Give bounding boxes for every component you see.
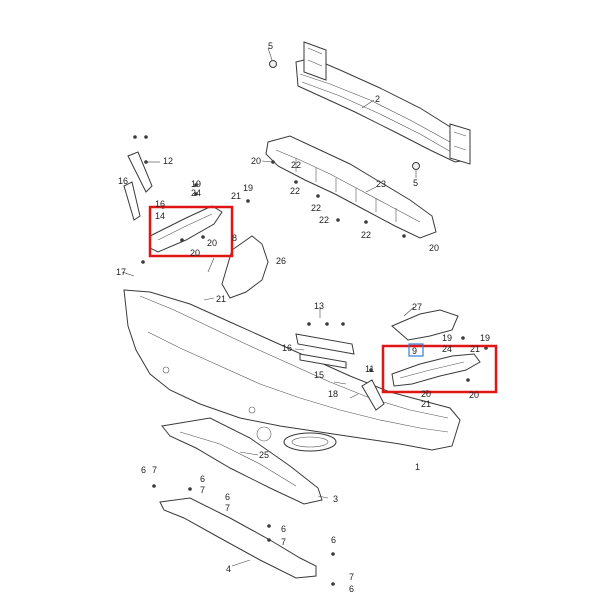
callout-19: 19 [480, 333, 490, 343]
callout-18: 18 [328, 389, 338, 399]
center-bracket [295, 333, 355, 369]
callout-24: 24 [191, 188, 201, 198]
callout-20: 20 [421, 389, 431, 399]
left-side-bracket [123, 151, 153, 221]
leader-lines [121, 47, 417, 567]
left-corner-deflector [221, 235, 269, 299]
callout-21: 21 [216, 294, 226, 304]
callout-20: 20 [469, 390, 479, 400]
right-side-bracket [361, 379, 385, 411]
callout-16: 16 [155, 199, 165, 209]
callout-14: 14 [155, 211, 165, 221]
callout-2: 2 [375, 94, 380, 104]
callout-19: 19 [243, 183, 253, 193]
callout-6: 6 [281, 524, 286, 534]
callout-11: 11 [365, 364, 374, 374]
callout-5: 5 [268, 41, 273, 51]
callout-21: 21 [470, 344, 480, 354]
left-bumper-bracket [149, 205, 223, 253]
callout-23: 23 [376, 179, 386, 189]
callout-1: 1 [415, 462, 420, 472]
callout-22: 22 [291, 160, 301, 170]
fasteners [133, 135, 488, 586]
callout-7: 7 [200, 485, 205, 495]
callout-6: 6 [349, 584, 354, 594]
highlight-box-left [148, 205, 234, 258]
callout-22: 22 [290, 186, 300, 196]
callout-20: 20 [207, 238, 217, 248]
callout-25: 25 [259, 450, 269, 460]
callout-21: 21 [231, 191, 241, 201]
callout-19: 19 [191, 179, 201, 189]
callout-12: 12 [163, 156, 173, 166]
right-bumper-bracket [391, 353, 481, 387]
callout-16: 16 [118, 176, 128, 186]
callout-5: 5 [413, 178, 418, 188]
lower-trim-strip [159, 497, 317, 579]
lower-skid-plate [161, 417, 323, 505]
callout-17: 17 [116, 267, 126, 277]
callout-26: 26 [276, 256, 286, 266]
callout-9: 9 [412, 346, 417, 356]
callout-20: 20 [429, 243, 439, 253]
callout-22: 22 [311, 203, 321, 213]
callout-4: 4 [226, 564, 231, 574]
callout-6: 6 [225, 492, 230, 502]
callout-7: 7 [152, 465, 157, 475]
callout-6: 6 [141, 465, 146, 475]
callout-labels: 5 2 12 16 20 22 23 5 19 24 21 19 16 22 2… [116, 41, 490, 594]
reinforcement-beam [295, 41, 471, 165]
callout-22: 22 [319, 215, 329, 225]
callout-7: 7 [281, 537, 286, 547]
energy-absorber [265, 135, 437, 239]
callout-16: 16 [282, 343, 292, 353]
callout-6: 6 [331, 535, 336, 545]
highlight-box-part-9 [408, 343, 424, 357]
callout-15: 15 [314, 370, 324, 380]
callout-20: 20 [251, 156, 261, 166]
callout-21: 21 [421, 399, 431, 409]
right-corner-deflector [391, 309, 459, 341]
callout-27: 27 [412, 302, 422, 312]
callout-13: 13 [314, 301, 324, 311]
callout-8: 8 [232, 233, 237, 243]
bolt-nut [269, 60, 420, 170]
callout-6: 6 [200, 474, 205, 484]
callout-19: 19 [442, 333, 452, 343]
callout-7: 7 [225, 503, 230, 513]
callout-24: 24 [442, 344, 452, 354]
highlight-box-right [381, 344, 498, 394]
callout-7: 7 [349, 572, 354, 582]
callout-3: 3 [333, 494, 338, 504]
callout-22: 22 [361, 230, 371, 240]
callout-20: 20 [190, 248, 200, 258]
